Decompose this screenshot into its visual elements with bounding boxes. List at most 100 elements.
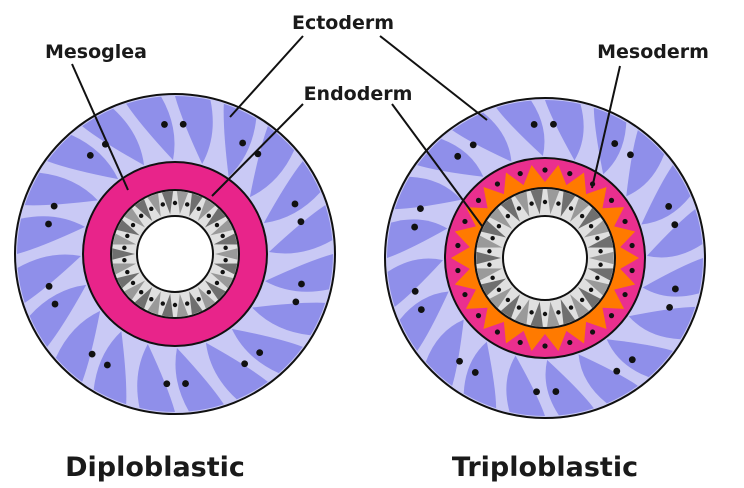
endoderm-nucleus [505,297,511,303]
mesoderm-nucleus [622,218,628,225]
mesoderm-nucleus [629,267,635,274]
triploblastic-caption: Triploblastic [452,452,638,483]
endoderm-nucleus [125,269,130,275]
endoderm-cell [204,208,226,228]
endoderm-nucleus [206,213,212,219]
triploblastic-cross-section [384,97,706,419]
endoderm-nucleus [568,305,574,310]
ectoderm-cell [17,254,82,303]
ectoderm-nucleus [530,121,538,128]
endoderm-cell [587,235,614,248]
ectoderm-nucleus [45,220,52,228]
ectoderm-nucleus [163,380,171,388]
endoderm-nucleus [125,233,130,239]
endoderm-cell [577,207,601,229]
mesoderm-nucleus [567,339,573,346]
ectoderm-nucleus [50,202,58,210]
mesoglea-label: Mesoglea [45,41,147,63]
ectoderm-nucleus [469,141,477,149]
ectoderm-label: Ectoderm [292,12,394,34]
ectoderm-cell [263,161,321,224]
ectoderm-cell [17,216,86,254]
ectoderm-nucleus [671,285,679,293]
endoderm-cell [116,272,140,289]
endoderm-nucleus [160,202,165,207]
ectoderm-nucleus [550,120,557,128]
endoderm-cell [500,197,521,222]
mesoderm-nucleus [608,313,615,319]
ectoderm-cell [593,107,627,175]
endoderm-nucleus [214,280,220,286]
endoderm-cell [134,286,153,309]
ectoderm-cell [399,291,449,351]
ectoderm-nucleus [671,221,679,229]
endoderm-cell [476,251,501,265]
endoderm-cell [161,191,174,215]
ectoderm-cell [264,254,333,292]
ectoderm-nucleus [297,218,305,226]
mesoderm-nucleus [517,339,523,346]
ectoderm-nucleus [627,151,634,159]
endoderm-cell [197,199,216,222]
mesoderm-nucleus [462,291,468,298]
ectoderm-cell [175,96,213,165]
endoderm-nucleus [490,275,495,281]
ectoderm-cell [606,339,673,378]
endoderm-nucleus [130,222,136,228]
ectoderm-nucleus [51,300,59,308]
endoderm-cell [530,301,543,327]
endoderm-nucleus [487,249,492,254]
ectoderm-nucleus [665,203,673,210]
ectoderm-cell [628,306,696,340]
endoderm-cell [489,287,513,309]
endoderm-cell [569,197,590,222]
mesoderm-nucleus [608,197,615,203]
endoderm-nucleus [595,275,600,281]
endoderm-nucleus [149,296,154,302]
ectoderm-nucleus [241,360,249,368]
endoderm-nucleus [595,235,600,241]
gut-lumen [502,215,588,301]
endoderm-nucleus [496,223,502,229]
endoderm-cell [577,287,601,309]
endoderm-nucleus [138,213,144,219]
endoderm-nucleus [214,222,220,228]
ectoderm-cell [578,354,638,404]
mesoderm-leader [591,65,621,189]
endoderm-nucleus [206,289,212,295]
endoderm-nucleus [588,223,594,229]
ectoderm-cell [394,176,462,210]
endoderm-cell [210,219,234,236]
ectoderm-leader-right [379,35,488,121]
ectoderm-cell [175,347,224,412]
endoderm-label: Endoderm [304,83,413,105]
ectoderm-nucleus [161,121,168,128]
ectoderm-cell [452,112,512,162]
mesoderm-nucleus [462,218,468,225]
ectoderm-nucleus [411,223,419,231]
endoderm-nucleus [516,206,522,211]
endoderm-cell [583,278,609,296]
ectoderm-cell [387,258,444,307]
endoderm-cell [176,293,189,317]
ectoderm-cell [249,126,295,198]
endoderm-cell [213,233,238,245]
ectoderm-nucleus [417,306,425,313]
endoderm-cell [116,219,140,236]
endoderm-nucleus [568,206,574,211]
gut-lumen [136,215,214,293]
endoderm-nucleus [223,257,228,263]
ectoderm-cell [626,130,665,197]
endoderm-nucleus [223,245,228,251]
endoderm-nucleus [172,200,178,206]
ectoderm-nucleus [298,280,305,288]
mesoderm-nucleus [517,170,523,177]
endoderm-cell [124,208,146,228]
diploblastic-caption: Diploblastic [65,452,245,483]
endoderm-cell [481,278,507,296]
endoderm-nucleus [220,269,225,275]
endoderm-nucleus [138,289,144,295]
ectoderm-nucleus [256,349,264,357]
endoderm-nucleus [130,280,136,286]
ectoderm-cell [642,258,703,297]
